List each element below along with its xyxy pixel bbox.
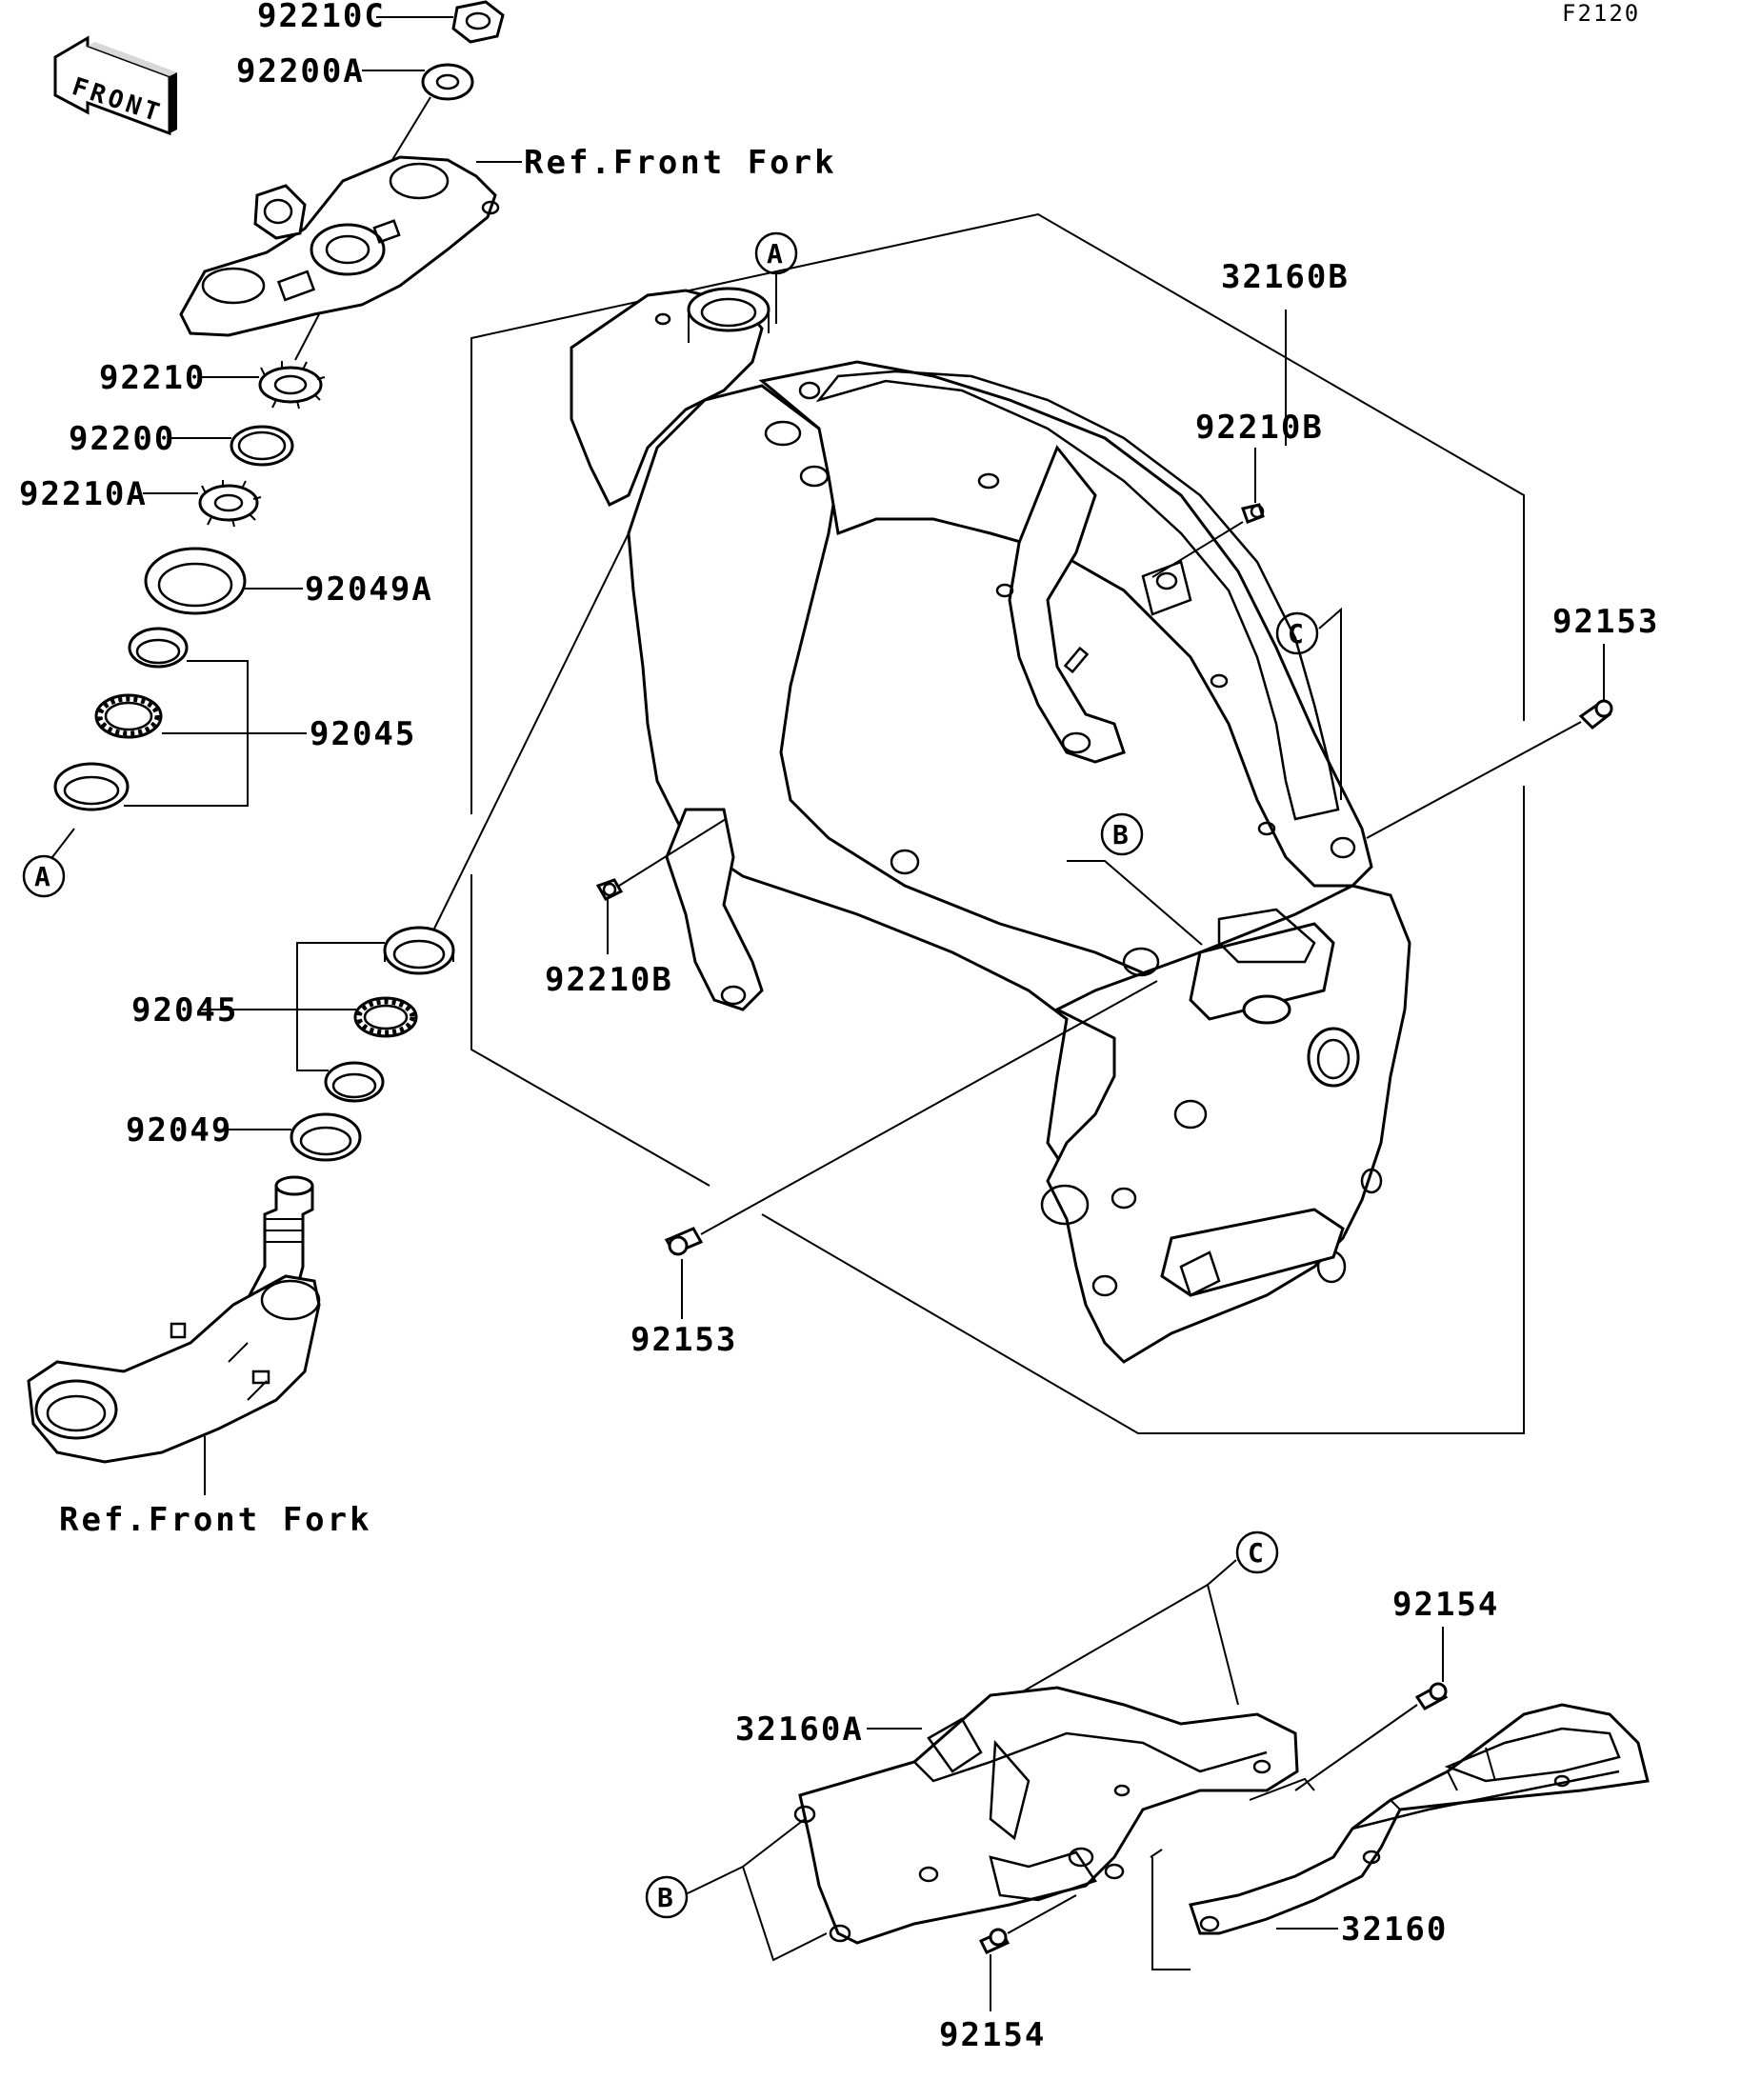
frame-group-outline-left — [470, 874, 710, 1187]
label-92210A: 92210A — [19, 475, 148, 513]
label-32160B: 32160B — [1221, 258, 1350, 296]
washer-92200A — [421, 63, 474, 101]
bolt-92210B-left — [595, 878, 624, 901]
label-92154-top: 92154 — [1392, 1586, 1499, 1624]
frame-group-outline-lower — [761, 786, 1525, 1434]
bolt-92154-bottom — [978, 1928, 1011, 1954]
label-92153-right: 92153 — [1552, 603, 1659, 641]
upper-triple-clamp — [179, 155, 500, 337]
bolt-92153-left — [664, 1227, 704, 1256]
bearing-race-lower-a — [383, 926, 455, 975]
callout-a-frame-label: A — [767, 238, 783, 270]
bolt-92153-right — [1578, 699, 1613, 730]
callout-b-frame-label: B — [1112, 819, 1129, 850]
washer-92200 — [230, 425, 294, 467]
bearing-race-lower-b — [324, 1061, 385, 1103]
label-92210C: 92210C — [257, 0, 386, 35]
locknut-92210 — [258, 361, 326, 410]
callout-c-frame-label: C — [1288, 618, 1304, 650]
rear-subframe-32160A — [793, 1686, 1299, 1945]
bolt-92154-top — [1414, 1682, 1449, 1710]
label-92200: 92200 — [69, 420, 175, 458]
label-92049A: 92049A — [305, 570, 433, 609]
diagram-code: F2120 — [1562, 0, 1640, 27]
callout-b-subframe-label: B — [657, 1882, 673, 1913]
callout-a-bearing-label: A — [34, 861, 50, 892]
callout-b-subframe — [645, 1875, 689, 1919]
callout-c-subframe — [1235, 1530, 1279, 1574]
label-92153-left: 92153 — [630, 1321, 737, 1359]
label-92210B-right: 92210B — [1195, 409, 1324, 447]
callout-b-frame — [1100, 812, 1144, 856]
label-32160: 32160 — [1341, 1910, 1448, 1949]
bolt-92210B-right — [1241, 503, 1265, 524]
callout-c-subframe-label: C — [1248, 1537, 1264, 1569]
bearing-upper — [94, 693, 163, 739]
bearing-lower — [353, 996, 418, 1038]
label-92210: 92210 — [99, 359, 206, 397]
label-92200A: 92200A — [236, 52, 365, 90]
callout-a-frame — [754, 231, 798, 275]
label-92049: 92049 — [126, 1111, 232, 1150]
seal-92049 — [290, 1112, 362, 1162]
bearing-race-upper-a — [128, 627, 189, 669]
nut-92210C — [451, 0, 505, 44]
ref-front-fork-lower: Ref.Front Fork — [59, 1501, 372, 1539]
bearing-race-upper-b — [53, 762, 130, 811]
callout-a-bearing — [22, 854, 66, 898]
ref-front-fork-upper: Ref.Front Fork — [524, 144, 837, 182]
label-92154-bottom: 92154 — [939, 2016, 1046, 2054]
label-92045-upper: 92045 — [310, 715, 416, 753]
seat-rail-32160 — [1189, 1703, 1650, 1935]
locknut-92210A — [198, 480, 262, 528]
front-arrow-icon: FRONT — [53, 35, 177, 136]
lower-triple-clamp-stem — [27, 1175, 321, 1464]
main-frame — [570, 287, 1411, 1364]
frame-group-outline-upper — [470, 212, 1525, 814]
seal-92049A — [144, 547, 247, 615]
label-92210B-left: 92210B — [545, 961, 673, 999]
label-32160A: 32160A — [735, 1710, 864, 1749]
label-92045-lower: 92045 — [131, 991, 238, 1030]
callout-c-frame — [1275, 611, 1319, 655]
